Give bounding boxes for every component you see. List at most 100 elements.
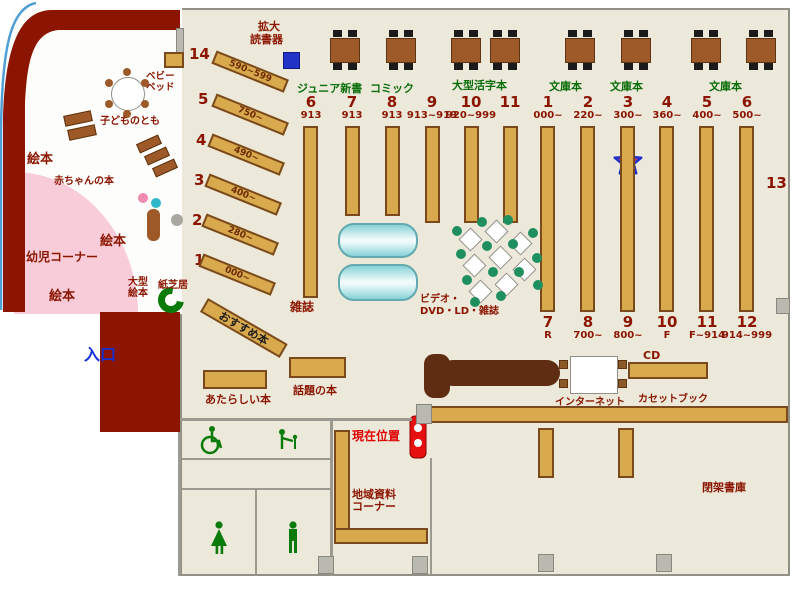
kids-corner-label: 幼児コーナー	[26, 250, 99, 264]
stool	[488, 267, 498, 277]
closed-stacks-label: 閉架書庫	[702, 481, 746, 494]
stool	[105, 100, 113, 108]
topic-books-label: 話題の本	[293, 384, 337, 397]
bookshelf	[464, 126, 479, 223]
column-range: 500~	[732, 110, 762, 121]
baby-bed-label: ベビーベッド	[146, 71, 175, 93]
bookshelf	[538, 428, 554, 478]
chair	[639, 30, 648, 37]
study-table	[386, 30, 416, 70]
column-number: 7	[542, 313, 554, 331]
bookshelf	[580, 126, 595, 312]
shelf-number: 5	[198, 90, 209, 108]
chair	[568, 63, 577, 70]
bookshelf	[699, 126, 714, 312]
table-top	[621, 38, 651, 63]
chair	[469, 63, 478, 70]
magnifier-label-line2: 読書器	[250, 33, 283, 46]
chair	[583, 63, 592, 70]
stool	[503, 215, 513, 225]
genre-junior-shinsho: ジュニア新書	[297, 82, 363, 95]
column-number: 1	[542, 93, 554, 111]
study-table	[451, 30, 481, 70]
column-range: F	[663, 330, 671, 341]
stool	[141, 100, 149, 108]
cd-label: CD	[643, 349, 661, 362]
local-materials-shelf	[334, 430, 350, 544]
topic-books-shelf	[289, 357, 346, 378]
stool	[496, 291, 506, 301]
chair	[749, 30, 758, 37]
genre-bunko: 文庫本	[610, 80, 643, 93]
wheelchair-icon	[200, 426, 223, 455]
column-number: 2	[582, 93, 594, 111]
stool	[528, 228, 538, 238]
column-range: R	[544, 330, 552, 341]
column-range: 914~999	[721, 330, 773, 341]
column-number: 5	[701, 93, 713, 111]
stool	[514, 267, 524, 277]
study-table	[330, 30, 360, 70]
picture-books-label: 絵本	[27, 152, 54, 167]
table-top	[330, 38, 360, 63]
study-table	[490, 30, 520, 70]
video-label-line1: ビデオ・	[420, 294, 460, 305]
shelf-number: 4	[196, 131, 207, 149]
table-top	[386, 38, 416, 63]
chair	[333, 63, 342, 70]
column-number: 10	[656, 313, 678, 331]
study-table	[691, 30, 721, 70]
cassette-label: カセットブック	[638, 394, 708, 405]
magazines-label: 雑誌	[290, 300, 315, 314]
genre-large-print: 大型活字本	[452, 79, 507, 92]
stool	[462, 275, 472, 285]
chair	[568, 30, 577, 37]
column-number: 12	[736, 313, 758, 331]
picture-books-label: 絵本	[100, 234, 127, 249]
stool	[508, 239, 518, 249]
study-table	[565, 30, 595, 70]
stool	[123, 68, 131, 76]
chair	[404, 30, 413, 37]
study-table	[746, 30, 776, 70]
shelf-number: 3	[194, 171, 205, 189]
column-number: 4	[661, 93, 673, 111]
magnifier-label-line1: 拡大	[258, 20, 280, 33]
wall-bookshelf	[430, 406, 788, 423]
outer-glass-wall-arc	[0, 1, 37, 310]
stool	[123, 110, 131, 118]
bookshelf	[385, 126, 400, 216]
red-wall-band	[3, 10, 180, 312]
reading-table	[338, 264, 418, 301]
current-location-label: 現在位置	[352, 429, 401, 443]
pillar	[776, 298, 790, 314]
pillar	[318, 556, 334, 574]
column-number: 9	[426, 93, 438, 111]
chair	[709, 63, 718, 70]
stool	[452, 226, 462, 236]
chair	[454, 63, 463, 70]
wall	[182, 488, 330, 490]
column-number: 11	[696, 313, 718, 331]
genre-bunko: 文庫本	[549, 80, 582, 93]
bookshelf	[659, 126, 674, 312]
chair	[454, 30, 463, 37]
column-number: 7	[346, 93, 358, 111]
shelf-13-label: 13	[766, 174, 787, 192]
wall	[182, 458, 330, 460]
column-number: 8	[582, 313, 594, 331]
table-top	[451, 38, 481, 63]
service-counter	[440, 360, 560, 386]
chair	[508, 63, 517, 70]
wall	[430, 458, 432, 575]
column-number: 3	[622, 93, 634, 111]
shelf-number: 14	[189, 45, 210, 63]
column-number: 10	[460, 93, 482, 111]
new-books-shelf	[203, 370, 267, 389]
shelf-number: 1	[194, 251, 205, 269]
chair	[348, 30, 357, 37]
internet-label: インターネット	[555, 397, 625, 408]
chair	[348, 63, 357, 70]
